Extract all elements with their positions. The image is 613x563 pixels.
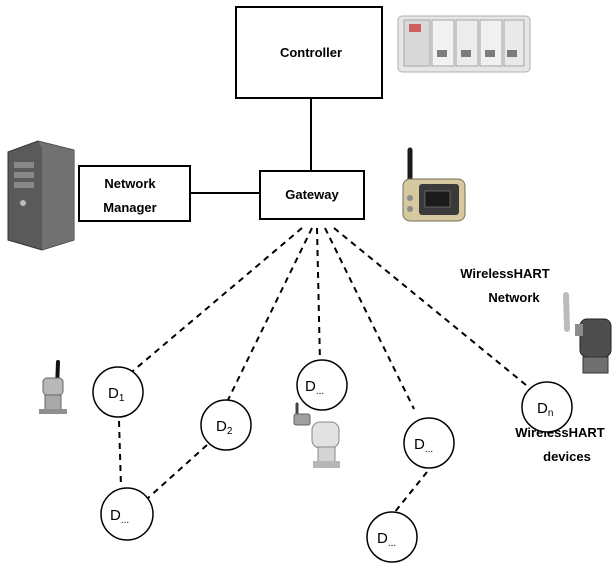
plc-terminal-c xyxy=(485,50,495,57)
plc-terminal-a xyxy=(437,50,447,57)
device-node-d2-circle xyxy=(200,399,252,451)
device-node-d1-label: D1 xyxy=(108,385,125,404)
plc-module-5 xyxy=(503,19,525,67)
gateway-port-2 xyxy=(407,206,413,212)
link-dright-drightbottom xyxy=(393,471,428,514)
plc-terminal-d xyxy=(507,50,517,57)
devices-label-line2: devices xyxy=(543,449,591,464)
device-node-dmid: D... xyxy=(296,359,348,411)
device-node-dn-label: Dn xyxy=(537,400,553,419)
device-node-d2-label: D2 xyxy=(216,418,233,437)
device-node-dright-sub: ... xyxy=(425,444,433,455)
controller-box: Controller xyxy=(235,6,383,99)
transmitter-left-base xyxy=(39,409,67,414)
server-bay-1 xyxy=(14,162,34,168)
device-node-dmid-sub: ... xyxy=(316,386,324,397)
plc-module-4 xyxy=(479,19,503,67)
device-node-dleftbottom-base: D xyxy=(110,507,121,524)
controller-label: Controller xyxy=(280,45,342,60)
link-d1-dleftbottom xyxy=(118,420,122,488)
network-manager-box: Network Manager xyxy=(78,165,191,222)
server-tower-icon xyxy=(7,140,75,251)
device-node-dn: Dn xyxy=(521,381,573,433)
transmitter-right-antenna xyxy=(563,292,570,332)
device-node-drightbottom-circle xyxy=(366,511,418,563)
network-manager-label-line1: Network xyxy=(104,176,156,191)
device-node-dright: D... xyxy=(403,417,455,469)
gateway-box: Gateway xyxy=(259,170,365,220)
device-node-dright-circle xyxy=(403,417,455,469)
device-node-d1-base: D xyxy=(108,385,119,402)
device-node-d1: D1 xyxy=(92,366,144,418)
network-label-line2: Network xyxy=(488,290,540,305)
transmitter-right-body xyxy=(582,356,609,374)
plc-terminal-b xyxy=(461,50,471,57)
link-gateway-d1 xyxy=(107,227,303,393)
device-node-dn-circle xyxy=(521,381,573,433)
device-node-d1-circle xyxy=(92,366,144,418)
plc-module-3 xyxy=(455,19,479,67)
link-gateway-dmid xyxy=(316,227,321,364)
device-node-dleftbottom-circle xyxy=(100,487,154,541)
plc-red-light xyxy=(409,24,421,32)
device-node-dn-base: D xyxy=(537,400,548,417)
network-manager-label-line2: Manager xyxy=(103,200,156,215)
wireless-gateway-icon xyxy=(402,147,466,222)
device-node-dright-label: D... xyxy=(414,436,433,455)
device-node-d2-sub: 2 xyxy=(227,426,233,437)
server-bay-3 xyxy=(14,182,34,188)
wireless-transmitter-left-icon xyxy=(39,360,67,414)
device-node-d2: D2 xyxy=(200,399,252,451)
network-manager-box-border xyxy=(78,165,191,222)
plc-module-2 xyxy=(431,19,455,67)
plc-controller-icon xyxy=(397,15,531,73)
wireless-transmitter-right-icon xyxy=(563,292,612,374)
device-node-dmid-base: D xyxy=(305,378,316,395)
network-label-line1: WirelessHART xyxy=(460,266,550,281)
server-power-button xyxy=(20,200,26,206)
transmitter-mid-small-box xyxy=(293,413,311,426)
device-node-dleftbottom-label: D... xyxy=(110,507,129,526)
device-node-dright-base: D xyxy=(414,436,425,453)
transmitter-right-head xyxy=(579,318,612,358)
gateway-port-1 xyxy=(407,195,413,201)
transmitter-left-head xyxy=(42,377,64,396)
wireless-transmitter-mid-icon xyxy=(293,402,340,468)
transmitter-mid-head xyxy=(311,421,340,449)
gateway-box-border xyxy=(259,170,365,220)
device-node-drightbottom: D... xyxy=(366,511,418,563)
server-tower-side xyxy=(38,141,74,250)
controller-box-border xyxy=(235,6,383,99)
device-node-drightbottom-label: D... xyxy=(377,530,396,549)
link-gateway-dright xyxy=(324,227,415,410)
transmitter-right-side xyxy=(575,324,583,336)
device-node-d1-sub: 1 xyxy=(119,393,125,404)
transmitter-mid-base xyxy=(313,461,340,468)
device-node-dmid-circle xyxy=(296,359,348,411)
device-node-dn-sub: n xyxy=(548,408,554,419)
link-gateway-dn xyxy=(333,227,527,386)
device-node-drightbottom-base: D xyxy=(377,530,388,547)
device-node-dleftbottom: D... xyxy=(100,487,154,541)
device-node-dleftbottom-sub: ... xyxy=(121,515,129,526)
device-node-dmid-label: D... xyxy=(305,378,324,397)
wireless-links xyxy=(107,227,527,514)
server-bay-2 xyxy=(14,172,34,178)
transmitter-mid-body xyxy=(317,446,336,463)
gateway-display xyxy=(424,190,451,208)
device-node-drightbottom-sub: ... xyxy=(388,538,396,549)
link-d2-dleftbottom xyxy=(147,444,208,499)
transmitter-left-body xyxy=(44,394,62,411)
device-node-d2-base: D xyxy=(216,418,227,435)
gateway-label: Gateway xyxy=(285,187,339,202)
